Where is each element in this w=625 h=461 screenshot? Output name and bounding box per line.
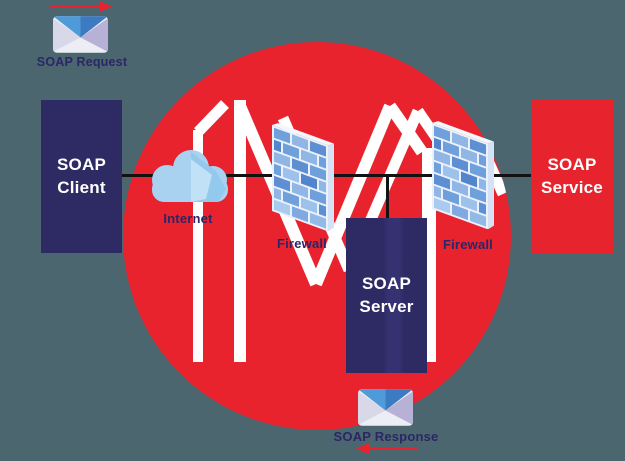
node-label-line: SOAP: [57, 155, 106, 175]
background-circle: [123, 42, 511, 430]
internet-label: Internet: [163, 211, 213, 226]
node-label-line: SOAP: [547, 155, 597, 175]
node-label-line: SOAP: [362, 274, 411, 294]
node-soap-client: SOAP Client: [41, 100, 122, 253]
node-label-line: Client: [57, 177, 106, 197]
connector-line-server: [386, 174, 389, 220]
brick-wall-icon: [272, 121, 334, 231]
arrow-left-icon: [356, 443, 418, 454]
soap-request-label: SOAP Request: [36, 55, 128, 69]
node-soap-service: SOAP Service: [531, 99, 613, 254]
cloud-icon: [152, 150, 228, 202]
brick-wall-icon: [432, 119, 494, 229]
soap-response-label: SOAP Response: [333, 429, 439, 444]
firewall-left-label: Firewall: [276, 236, 327, 251]
node-soap-server: SOAP Server: [346, 218, 427, 373]
envelope-icon: [358, 389, 413, 426]
firewall-right-label: Firewall: [442, 237, 493, 252]
node-label-line: Service: [541, 177, 603, 197]
node-label-line: Server: [359, 296, 414, 316]
envelope-icon: [53, 16, 108, 53]
arrow-right-icon: [50, 1, 112, 12]
